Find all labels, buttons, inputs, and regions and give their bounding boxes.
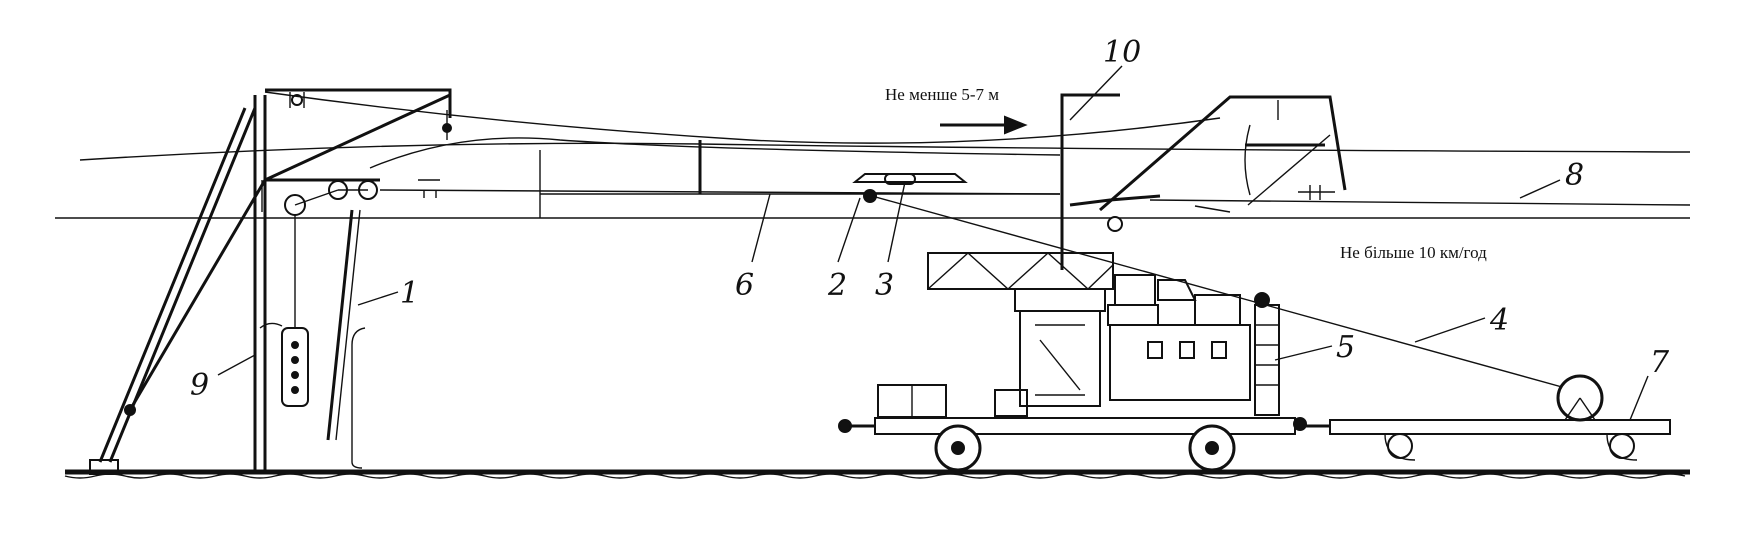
carriage-roller	[884, 173, 916, 185]
weight-mark	[291, 356, 299, 364]
front-coupler-icon	[838, 419, 852, 433]
diagonal-strut	[98, 107, 247, 463]
ladder-top-icon	[1254, 292, 1270, 308]
cabin-window	[1211, 341, 1227, 359]
strut-joint	[124, 404, 136, 416]
deck-box-small	[994, 389, 1028, 417]
label-2: 2	[827, 268, 847, 303]
vehicle-chassis	[874, 417, 1296, 435]
label-4: 4	[1489, 303, 1509, 338]
drum-stand	[1579, 397, 1596, 421]
trailer-fender	[1384, 433, 1416, 461]
portal-curve	[1244, 124, 1251, 196]
weight-mark	[291, 341, 299, 349]
label-9: 9	[190, 368, 209, 403]
catenary-messenger	[264, 91, 1221, 144]
portal-post	[1060, 93, 1120, 270]
mast-head	[1014, 288, 1106, 312]
leader-3	[887, 181, 906, 263]
weight-hook	[259, 322, 283, 329]
right-contact-wire	[1149, 199, 1691, 206]
left-support-structure	[89, 88, 452, 475]
label-3: 3	[875, 268, 894, 303]
cabin-roof-box	[1194, 294, 1241, 326]
trailer-fender	[1606, 433, 1638, 461]
strut-brace	[128, 179, 267, 411]
reference-wire-upper	[79, 142, 1691, 161]
leader-6	[751, 193, 771, 263]
leader-9	[217, 354, 256, 376]
lifting-platform	[927, 252, 1114, 290]
tension-device	[852, 173, 1581, 393]
max-speed-note: Не більше 10 км/год	[1340, 243, 1487, 262]
trailer-platform	[1329, 419, 1671, 435]
platform-truss	[927, 252, 1114, 290]
portal-frame	[1099, 95, 1347, 212]
mast-column	[1019, 310, 1101, 407]
drum-stand	[1564, 397, 1581, 421]
label-10: 10	[1103, 35, 1141, 70]
mast-detail	[1039, 339, 1081, 391]
leader-2	[837, 197, 861, 263]
right-dropper	[1194, 205, 1231, 213]
strut-foot	[89, 459, 119, 475]
inclined-rod	[326, 209, 354, 441]
label-7: 7	[1650, 345, 1670, 380]
trailer-wheel	[1387, 433, 1413, 459]
cabin-window	[1147, 341, 1163, 359]
right-support-structure	[1060, 93, 1691, 270]
leader-4	[1414, 317, 1486, 343]
weight-mark	[291, 386, 299, 394]
equipment-hood	[1157, 279, 1197, 301]
catenary-upper-span	[369, 137, 1061, 169]
portal-wheel	[1107, 216, 1123, 232]
leader-5	[1274, 345, 1333, 361]
ground-hatch	[64, 473, 1686, 479]
weight-icon	[281, 327, 309, 407]
portal-arm	[1069, 194, 1161, 207]
inclined-rod-side	[335, 209, 361, 441]
cabin-window	[1179, 341, 1195, 359]
min-distance-note: Не менше 5-7 м	[885, 85, 999, 104]
direction-arrow	[940, 115, 1028, 135]
arrow-head-icon	[1004, 115, 1028, 135]
vehicle-wheel-hub	[951, 441, 965, 455]
label-1: 1	[400, 276, 419, 311]
vehicle-cabin	[1109, 324, 1251, 401]
catenary-wires	[264, 91, 1221, 218]
cable-trailer	[1329, 374, 1671, 461]
label-6: 6	[735, 268, 754, 303]
leader-8	[1519, 179, 1561, 199]
reference-wires	[55, 142, 1691, 219]
ground	[64, 469, 1690, 479]
upper-bracket-brace	[264, 93, 451, 182]
pulley-link	[294, 189, 339, 206]
leader-7	[1629, 375, 1649, 421]
equipment-box	[1114, 274, 1156, 306]
rear-coupler-icon	[1293, 417, 1307, 431]
weight-mark	[291, 371, 299, 379]
trailer-wheel	[1609, 433, 1635, 459]
equipment-box	[1107, 304, 1159, 326]
portal-brace	[1247, 134, 1331, 206]
upper-bracket	[265, 88, 452, 118]
leader-1	[357, 291, 399, 306]
label-5: 5	[1336, 330, 1355, 365]
rod-stand	[351, 327, 366, 469]
work-vehicle	[838, 252, 1330, 472]
leader-lines	[217, 65, 1649, 421]
carriage-body	[852, 173, 968, 183]
clamp-2-icon	[863, 189, 877, 203]
leader-10	[1069, 65, 1123, 121]
label-8: 8	[1565, 158, 1584, 193]
insulator-icon	[291, 94, 303, 106]
clamp-icon	[442, 123, 452, 133]
vehicle-wheel-hub	[1205, 441, 1219, 455]
